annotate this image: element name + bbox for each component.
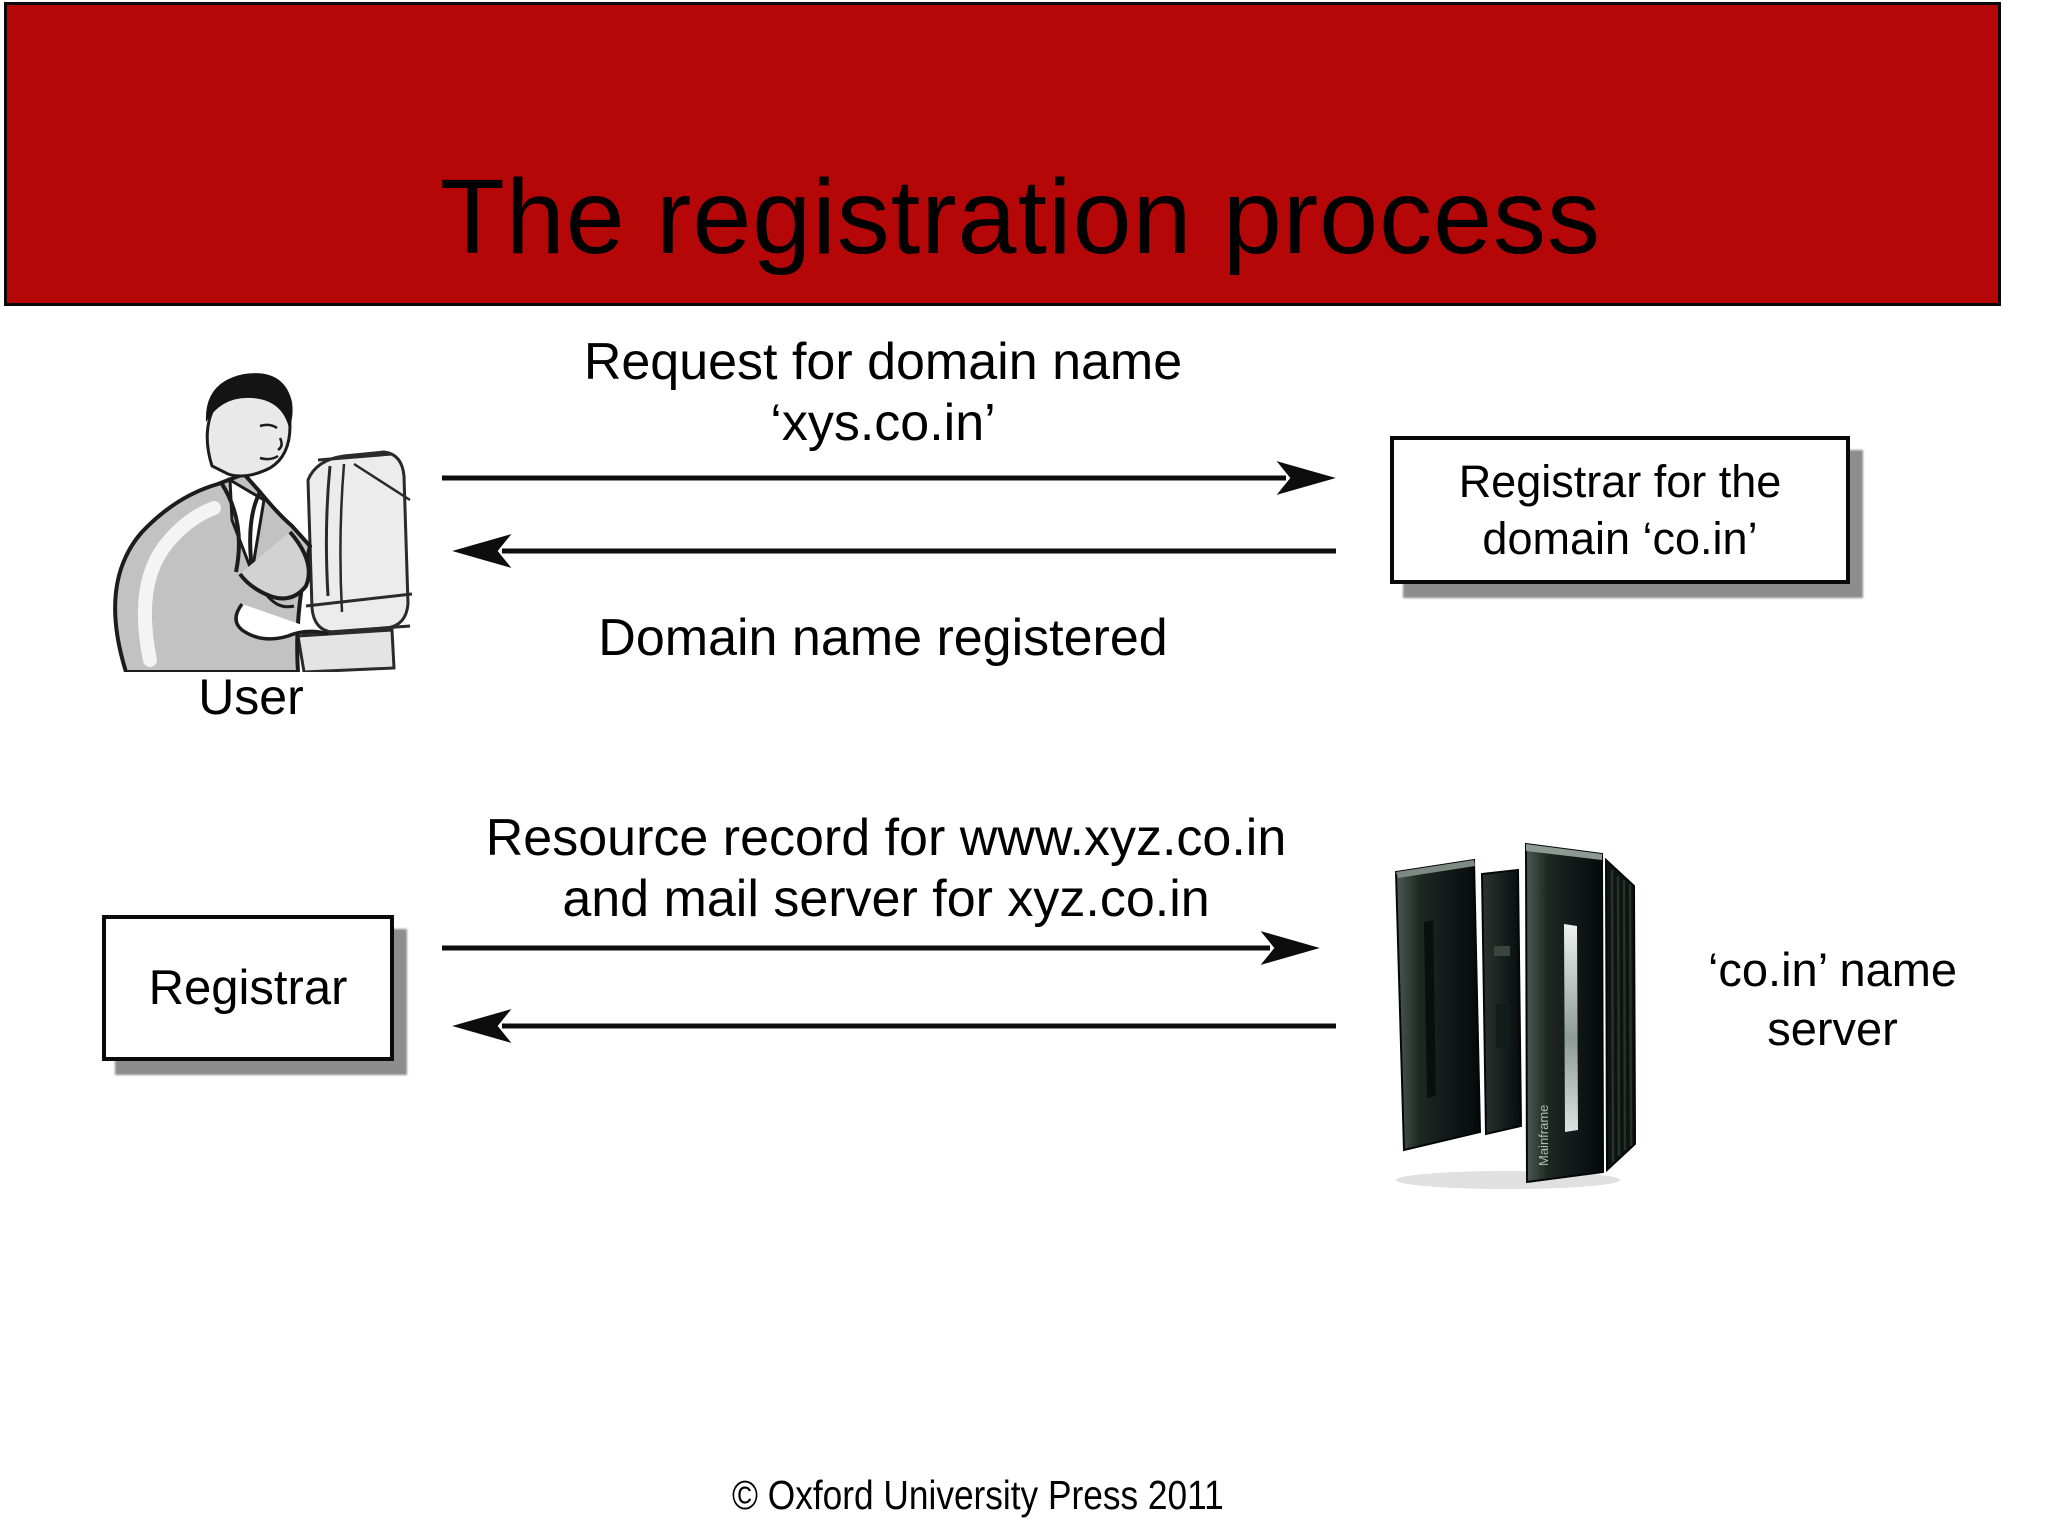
title-banner: The registration process	[4, 2, 2001, 306]
name-server-label: ‘co.in’ name server	[1660, 940, 2005, 1058]
arrow-response-left	[452, 1009, 1336, 1043]
server-middle-panel	[1480, 868, 1523, 1136]
server-left-slot	[1424, 920, 1436, 1098]
page-title: The registration process	[439, 157, 1602, 276]
registrar-domain-line1: Registrar for the	[1458, 456, 1782, 507]
mainframe-server-image: Mainframe	[1394, 842, 1637, 1189]
request-domain-label: Request for domain name ‘xys.co.in’	[433, 332, 1333, 454]
copyright-text: © Oxford University Press 2011	[732, 1472, 1224, 1518]
resource-record-line1: Resource record for www.xyz.co.in	[485, 809, 1287, 867]
arrow-registered-left	[452, 534, 1336, 568]
registrar-box: Registrar	[102, 915, 394, 1061]
resource-record-label: Resource record for www.xyz.co.in and ma…	[436, 808, 1336, 930]
arrow-request-right	[442, 461, 1336, 495]
server-light-strip	[1564, 924, 1578, 1132]
resource-record-line2: and mail server for xyz.co.in	[562, 870, 1210, 928]
registrar-box-label: Registrar	[148, 961, 348, 1015]
person-graphic	[113, 373, 329, 672]
footer: © Oxford University Press 2011	[0, 1472, 2048, 1519]
server-panel-text: Mainframe	[1536, 1105, 1551, 1166]
name-server-line1: ‘co.in’ name	[1707, 943, 1958, 996]
server-left-panel	[1394, 858, 1482, 1152]
name-server-line2: server	[1767, 1002, 1898, 1055]
user-clipart	[113, 373, 413, 672]
arrow-resource-right	[442, 931, 1320, 965]
request-domain-line2: ‘xys.co.in’	[770, 394, 996, 452]
monitor-graphic	[296, 450, 413, 672]
user-label: User	[198, 669, 304, 725]
request-domain-line1: Request for domain name	[583, 333, 1183, 391]
registrar-domain-box: Registrar for the domain ‘co.in’	[1390, 436, 1850, 584]
registrar-domain-line2: domain ‘co.in’	[1482, 513, 1758, 564]
domain-registered-label: Domain name registered	[598, 609, 1168, 667]
